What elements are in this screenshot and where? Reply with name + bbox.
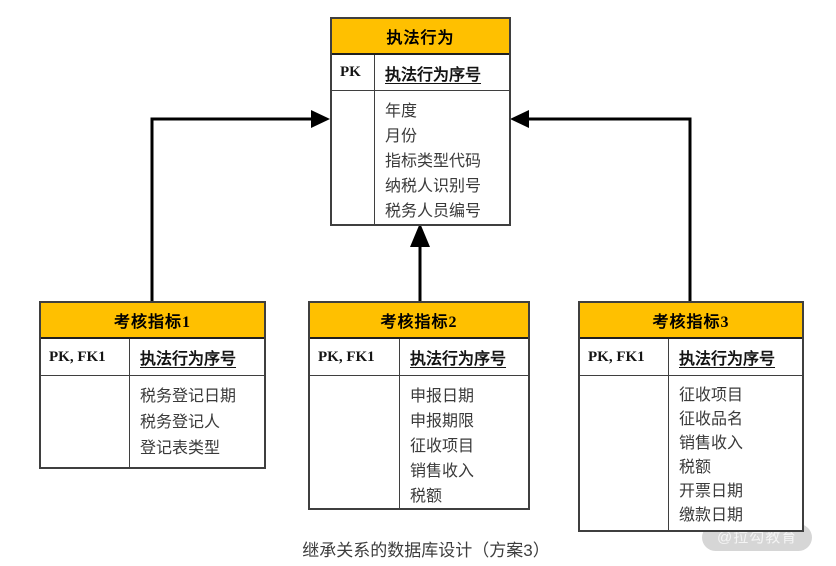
attribute-item: 月份 [385, 128, 418, 145]
attribute-item: 税务登记日期 [140, 388, 237, 405]
key-label: PK, FK1 [580, 339, 669, 375]
attribute-item: 税务人员编号 [385, 203, 482, 220]
attribute-item: 征收项目 [679, 387, 744, 404]
attribute-item: 申报期限 [410, 413, 475, 430]
key-field: 执法行为序号 [385, 66, 482, 84]
entity-key-row: PK, FK1 执法行为序号 [41, 339, 264, 376]
attribute-item: 销售收入 [410, 463, 475, 480]
entity-attributes-row: 征收项目征收品名销售收入税额开票日期缴款日期 [580, 376, 802, 530]
attributes-list: 征收项目征收品名销售收入税额开票日期缴款日期 [669, 376, 802, 530]
attributes-list: 税务登记日期税务登记人登记表类型 [130, 376, 264, 467]
attribute-item: 税务登记人 [140, 414, 221, 431]
attribute-item: 缴款日期 [679, 507, 744, 524]
entity-table-child1: 考核指标1 PK, FK1 执法行为序号 税务登记日期税务登记人登记表类型 [39, 301, 266, 469]
connector-arrow-right [510, 110, 692, 301]
attribute-item: 销售收入 [679, 435, 744, 452]
entity-title: 考核指标1 [41, 303, 264, 339]
attributes-key-spacer [332, 91, 375, 224]
attribute-item: 征收项目 [410, 438, 475, 455]
attribute-item: 年度 [385, 103, 418, 120]
attributes-list: 申报日期申报期限征收项目销售收入税额 [400, 376, 528, 508]
attributes-key-spacer [580, 376, 669, 530]
entity-key-row: PK, FK1 执法行为序号 [580, 339, 802, 376]
entity-key-row: PK 执法行为序号 [332, 55, 509, 91]
diagram-caption: 继承关系的数据库设计（方案3） [302, 541, 550, 560]
attribute-item: 指标类型代码 [385, 153, 482, 170]
entity-attributes-row: 申报日期申报期限征收项目销售收入税额 [310, 376, 528, 508]
entity-table-child2: 考核指标2 PK, FK1 执法行为序号 申报日期申报期限征收项目销售收入税额 [308, 301, 530, 510]
entity-table-parent: 执法行为 PK 执法行为序号 年度月份指标类型代码纳税人识别号税务人员编号 [330, 17, 511, 226]
key-label: PK, FK1 [310, 339, 400, 375]
connector-arrow-middle [410, 223, 430, 301]
entity-title: 考核指标2 [310, 303, 528, 339]
key-field: 执法行为序号 [679, 351, 776, 368]
key-label: PK, FK1 [41, 339, 130, 375]
attribute-item: 登记表类型 [140, 440, 221, 457]
key-field: 执法行为序号 [410, 351, 507, 368]
attribute-item: 税额 [679, 459, 712, 476]
entity-key-row: PK, FK1 执法行为序号 [310, 339, 528, 376]
connector-arrow-left [150, 110, 330, 301]
attribute-item: 申报日期 [410, 388, 475, 405]
entity-attributes-row: 年度月份指标类型代码纳税人识别号税务人员编号 [332, 91, 509, 224]
attributes-key-spacer [41, 376, 130, 467]
entity-title: 考核指标3 [580, 303, 802, 339]
attribute-item: 税额 [410, 488, 443, 505]
attribute-item: 征收品名 [679, 411, 744, 428]
attribute-item: 纳税人识别号 [385, 178, 482, 195]
attributes-list: 年度月份指标类型代码纳税人识别号税务人员编号 [375, 91, 509, 224]
attribute-item: 开票日期 [679, 483, 744, 500]
entity-title: 执法行为 [332, 19, 509, 55]
entity-table-child3: 考核指标3 PK, FK1 执法行为序号 征收项目征收品名销售收入税额开票日期缴… [578, 301, 804, 532]
key-field: 执法行为序号 [140, 351, 237, 368]
attributes-key-spacer [310, 376, 400, 508]
key-label: PK [332, 55, 375, 90]
entity-attributes-row: 税务登记日期税务登记人登记表类型 [41, 376, 264, 467]
